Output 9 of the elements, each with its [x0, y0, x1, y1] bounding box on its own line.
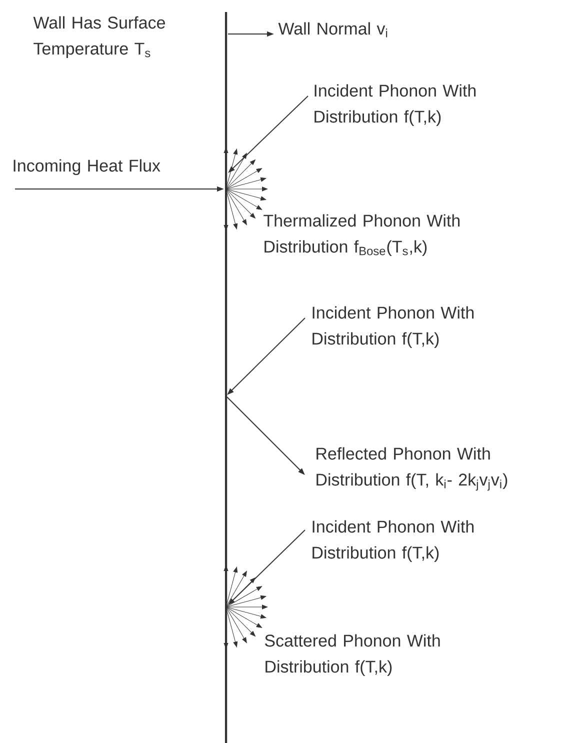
- phonon-label: Incident Phonon With Distribution f(T,k): [314, 84, 476, 126]
- text-label: Scattered Phonon With Distribution f(T,k): [264, 634, 440, 676]
- text-label: Wall Has Surface Temperature T$_{s}$: [33, 16, 165, 58]
- phonon-label: Incident Phonon With Distribution f(T,k): [312, 306, 474, 348]
- phonon-label: Reflected Phonon With Distribution f(T, k$_{i}$- 2k$_{j}$v$_{j}$v$_{i}$): [316, 447, 508, 491]
- text-label: Incoming Heat Flux: [14, 159, 160, 176]
- text-label: Thermalized Phonon With Distribution f$_{Bose}$(T$_{s}$,k): [264, 214, 460, 256]
- phonon-label: Incident Phonon With Distribution f(T,k): [312, 520, 474, 562]
- phonon-label: Wall Normal v$_{i}$: [278, 22, 388, 38]
